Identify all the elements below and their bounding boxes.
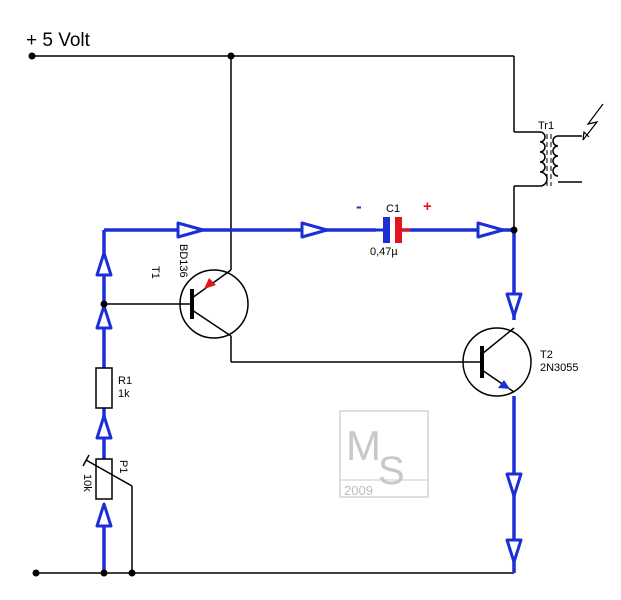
flow-arrow — [176, 221, 205, 239]
spark-icon — [582, 103, 604, 141]
flow-arrow — [95, 304, 113, 330]
transformer-ref-label: Tr1 — [538, 120, 554, 132]
flow-arrow — [476, 221, 505, 239]
resistor-ref-label: R1 — [118, 375, 132, 387]
flow-arrow — [95, 414, 113, 440]
flow-arrow — [505, 538, 523, 564]
flow-arrow — [95, 502, 113, 528]
svg-text:M: M — [346, 422, 381, 469]
flow-arrow — [95, 251, 113, 277]
transistor-t2: T2 2N3055 — [462, 327, 579, 397]
resistor-value-label: 1k — [118, 388, 130, 400]
flow-arrow — [505, 472, 523, 498]
capacitor-ref-label: C1 — [386, 203, 400, 215]
transistor2-type-label: 2N3055 — [540, 362, 579, 374]
transistor2-ref-label: T2 — [540, 349, 553, 361]
transistor1-type-label: BD136 — [177, 244, 189, 278]
junction-dots — [28, 52, 518, 577]
capacitor-plus-sign: + — [423, 198, 432, 215]
wiring — [32, 55, 540, 574]
npn-emitter-arrow — [498, 380, 510, 389]
pnp-emitter-arrow — [204, 278, 216, 289]
resistor-r1: R1 1k — [95, 367, 132, 409]
transistor1-ref-label: T1 — [149, 266, 161, 279]
supply-voltage-label: + 5 Volt — [26, 30, 91, 51]
capacitor-value-label: 0,47µ — [370, 246, 398, 258]
capacitor-c1: C1 0,47µ - + — [356, 197, 432, 258]
flow-arrow — [505, 292, 523, 318]
svg-text:S: S — [378, 449, 405, 493]
current-flow-path — [95, 221, 523, 573]
flow-arrow — [300, 221, 329, 239]
potentiometer-ref-label: P1 — [117, 460, 129, 473]
potentiometer-p1: P1 10k — [81, 454, 133, 500]
capacitor-minus-sign: - — [356, 197, 362, 216]
ms-watermark-logo: M S 2009 — [339, 410, 429, 498]
transistor-t1: BD136 T1 — [149, 244, 249, 339]
watermark-year: 2009 — [344, 483, 373, 498]
potentiometer-value-label: 10k — [81, 474, 93, 492]
transformer-tr1: Tr1 — [538, 120, 582, 187]
